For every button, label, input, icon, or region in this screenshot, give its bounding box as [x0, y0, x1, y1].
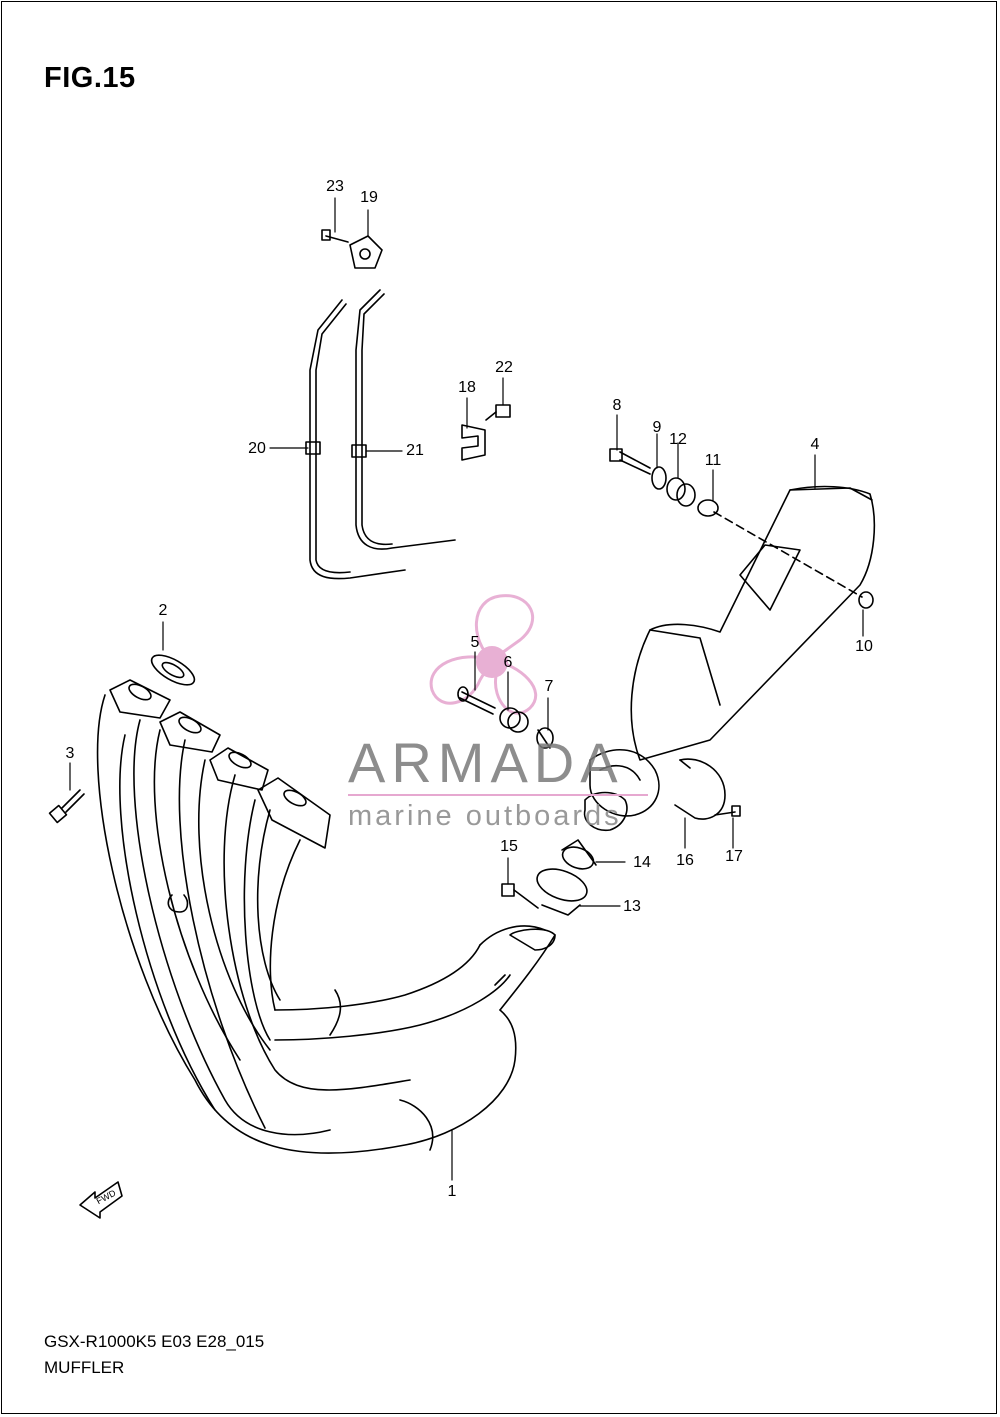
callout-10: 10	[855, 638, 873, 655]
callout-22: 22	[495, 359, 513, 376]
nut-part-10	[858, 591, 874, 609]
cushion-part-6	[499, 707, 529, 733]
callout-3: 3	[65, 745, 75, 762]
mounting-axis-line	[713, 511, 863, 598]
callout-6: 6	[503, 654, 513, 671]
exhaust-valve-assembly	[583, 749, 660, 832]
bolt-part-8	[609, 448, 651, 475]
pulley-part-19	[349, 235, 383, 269]
callout-5: 5	[470, 634, 480, 651]
callout-4: 4	[810, 436, 820, 453]
collar-part-11	[697, 499, 719, 517]
callout-9: 9	[652, 419, 662, 436]
callout-23: 23	[326, 178, 344, 195]
section-name: MUFFLER	[44, 1358, 125, 1377]
bolt-part-3	[48, 789, 85, 824]
figure-title: FIG.15	[44, 62, 136, 94]
callout-8: 8	[612, 397, 622, 414]
forward-direction-arrow	[79, 1181, 123, 1219]
callout-20: 20	[248, 440, 266, 457]
collar-part-7	[536, 727, 554, 749]
callout-1: 1	[447, 1183, 457, 1200]
callout-11: 11	[704, 452, 722, 469]
callout-17: 17	[725, 848, 743, 865]
callout-18: 18	[458, 379, 476, 396]
muffler-part-4	[630, 485, 876, 761]
callout-7: 7	[544, 678, 554, 695]
callout-2: 2	[158, 602, 168, 619]
callout-16: 16	[676, 852, 694, 869]
washer-part-9	[651, 466, 667, 490]
throttle-cable-part-20	[305, 299, 406, 580]
callout-14: 14	[633, 854, 651, 871]
watermark-brand: ARMADA	[348, 731, 624, 794]
bolt-part-15	[501, 883, 539, 909]
throttle-cable-part-21	[351, 289, 456, 550]
gasket-part-14	[561, 839, 597, 870]
gasket-part-2	[150, 654, 196, 686]
watermark-propeller-logo	[429, 594, 538, 715]
valve-cover-part-16	[674, 758, 726, 820]
callout-13: 13	[623, 898, 641, 915]
leader-lines	[69, 197, 864, 1181]
callout-21: 21	[406, 442, 424, 459]
watermark-underline	[348, 794, 648, 796]
cushion-part-12	[666, 477, 696, 507]
callout-19: 19	[360, 189, 378, 206]
callout-15: 15	[500, 838, 518, 855]
screw-part-17	[714, 805, 741, 817]
bolt-part-23	[321, 229, 349, 243]
bolt-part-5	[457, 686, 496, 715]
exhaust-header-pipes-part-1	[96, 679, 556, 1154]
clamp-part-13	[536, 868, 588, 916]
watermark-tagline: marine outboards	[348, 800, 622, 832]
bolt-part-22	[485, 404, 511, 421]
callout-12: 12	[669, 431, 687, 448]
cable-holder-part-18	[461, 424, 486, 461]
model-code: GSX-R1000K5 E03 E28_015	[44, 1332, 265, 1351]
